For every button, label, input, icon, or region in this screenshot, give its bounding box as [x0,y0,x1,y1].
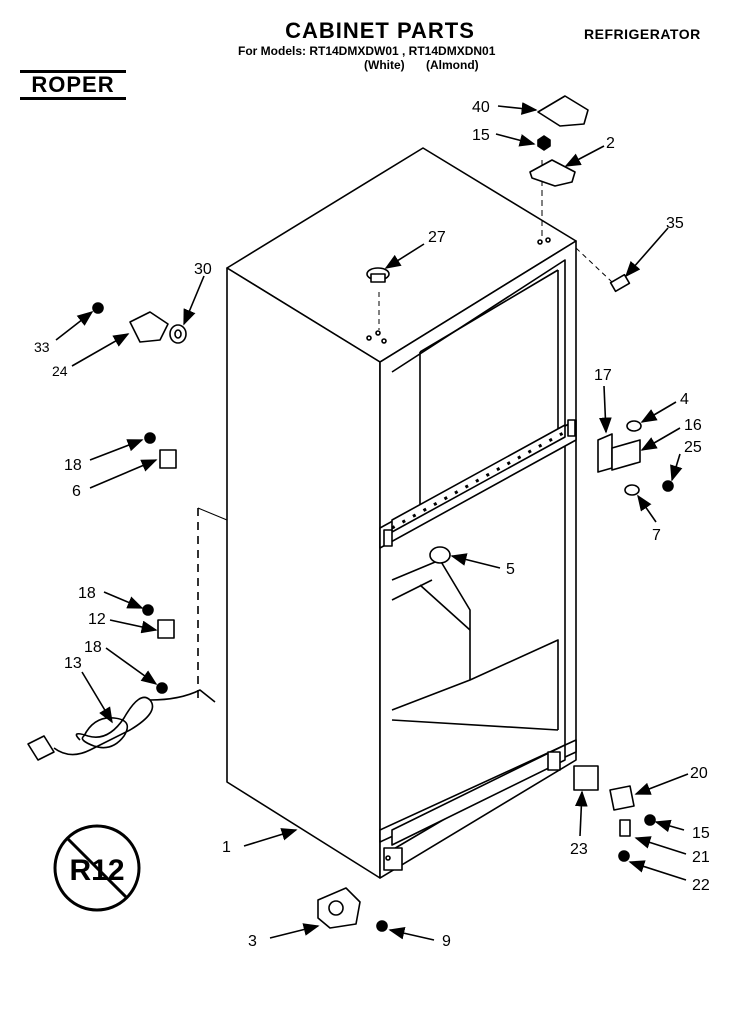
mount-bracket-part [129,311,169,343]
leveling-leg-part [317,887,361,929]
callout-9: 9 [442,933,451,950]
callout-20: 20 [690,765,708,782]
hinge-shim-part [573,765,599,791]
callout-18-upper: 18 [64,457,82,474]
callout-4: 4 [680,391,689,408]
callout-12: 12 [88,611,106,628]
callout-24: 24 [52,363,68,379]
callout-18-lower: 18 [84,639,102,656]
page-title: CABINET PARTS [285,18,475,43]
hinge-bolt-part [662,480,674,492]
callout-23: 23 [570,841,588,858]
hinge-spacer-part [624,484,640,496]
brand-logo: ROPER [20,70,126,100]
brand-name: ROPER [31,72,115,97]
bottom-hinge-part [609,785,635,811]
hinge-screw-part [537,135,551,151]
cabinet-plug-part [429,546,451,564]
hinge-cover-part [537,95,589,127]
refrigerant-badge: R12 [53,824,141,912]
top-hinge-part [529,159,576,187]
callout-33: 33 [34,339,50,355]
hinge-bushing-part [626,420,642,432]
hinge-pin-part [619,819,631,837]
callout-22: 22 [692,877,710,894]
callout-25: 25 [684,439,702,456]
center-hinge-bracket-part [597,433,613,473]
power-cord-plug [27,735,55,761]
callout-40: 40 [472,99,490,116]
model-numbers: For Models: RT14DMXDW01 , RT14DMXDN01 [238,44,496,58]
cord-clip-lower-part [157,619,175,639]
door-stop-part [609,273,631,293]
callout-6: 6 [72,483,81,500]
callout-15-lower: 15 [692,825,710,842]
cord-clip-part [159,449,177,469]
callout-3: 3 [248,933,257,950]
badge-label: R12 [69,854,124,887]
callout-16: 16 [684,417,702,434]
center-hinge-part [611,439,641,471]
mount-screw-part [92,302,104,314]
callout-35: 35 [666,215,684,232]
callout-1: 1 [222,839,231,856]
callout-30: 30 [194,261,212,278]
clip-screw-part [144,432,156,444]
callout-2: 2 [606,135,615,152]
callout-13: 13 [64,655,82,672]
washer-part [169,324,187,344]
callout-15: 15 [472,127,490,144]
color-white-label: (White) [364,58,405,72]
callout-21: 21 [692,849,710,866]
callout-17: 17 [594,367,612,384]
appliance-type: REFRIGERATOR [584,26,701,42]
leveler-screw-part [376,920,388,932]
cabinet-body [226,147,577,879]
callout-5: 5 [506,561,515,578]
callout-18-middle: 18 [78,585,96,602]
color-almond-label: (Almond) [426,58,479,72]
callout-7: 7 [652,527,661,544]
callout-27: 27 [428,229,446,246]
